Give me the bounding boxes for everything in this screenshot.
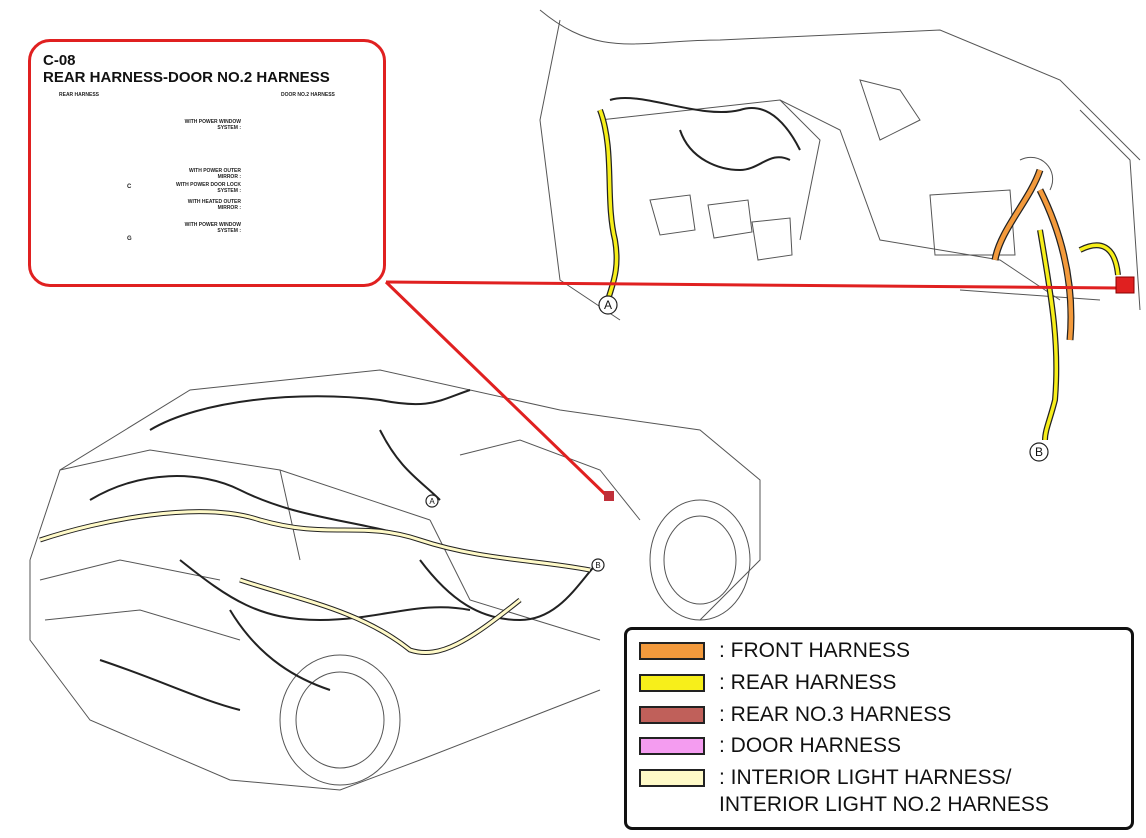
marker-a-bay: [598, 295, 618, 315]
option-power-window-top: WITH POWER WINDOW SYSTEM :: [184, 119, 241, 131]
car-roof: [29, 369, 761, 621]
marker-b-label: B: [1035, 445, 1043, 459]
marker-a-car-label: A: [429, 497, 435, 506]
legend-label-rear: : REAR HARNESS: [719, 671, 897, 694]
rear-no3-harness-swatch: [639, 706, 705, 724]
harness-legend: : FRONT HARNESS : REAR HARNESS : REAR NO…: [624, 627, 1134, 830]
legend-label-rear-no3: : REAR NO.3 HARNESS: [719, 703, 952, 726]
option-door-lock: WITH POWER DOOR LOCK SYSTEM :: [176, 182, 241, 194]
option-power-window-bottom: WITH POWER WINDOW SYSTEM :: [184, 222, 241, 234]
legend-label-front: : FRONT HARNESS: [719, 639, 910, 662]
legend-label-door: : DOOR HARNESS: [719, 734, 902, 757]
front-harness-swatch: [639, 642, 705, 660]
rear-harness-swatch: [639, 674, 705, 692]
pin-letter-g: G: [127, 236, 132, 242]
legend-label-interior: : INTERIOR LIGHT HARNESS/: [719, 766, 1012, 789]
legend-label-interior-2: INTERIOR LIGHT NO.2 HARNESS: [719, 793, 1049, 816]
door-harness-swatch: [639, 737, 705, 755]
interior-light-harness-swatch: [639, 769, 705, 787]
marker-a-car: [425, 494, 439, 508]
bay-outline: [539, 9, 1141, 161]
connector-id: C-08: [43, 52, 76, 69]
pin-letter-c: C: [127, 184, 132, 190]
connector-callout: C-08 REAR HARNESS-DOOR NO.2 HARNESS REAR…: [28, 39, 386, 287]
door-harness-label: DOOR NO.2 HARNESS: [281, 92, 335, 98]
bay-left-edge: [539, 19, 621, 321]
rear-harness-label: REAR HARNESS: [59, 92, 100, 98]
option-heated-mirror: WITH HEATED OUTER MIRROR :: [187, 199, 241, 211]
marker-b-car-label: B: [595, 561, 600, 570]
marker-b-bay: [1029, 442, 1049, 462]
marker-a-label: A: [604, 298, 612, 312]
option-power-mirror: WITH POWER OUTER MIRROR :: [189, 168, 241, 180]
marker-b-car: [591, 558, 605, 572]
connector-title: REAR HARNESS-DOOR NO.2 HARNESS: [43, 69, 330, 86]
